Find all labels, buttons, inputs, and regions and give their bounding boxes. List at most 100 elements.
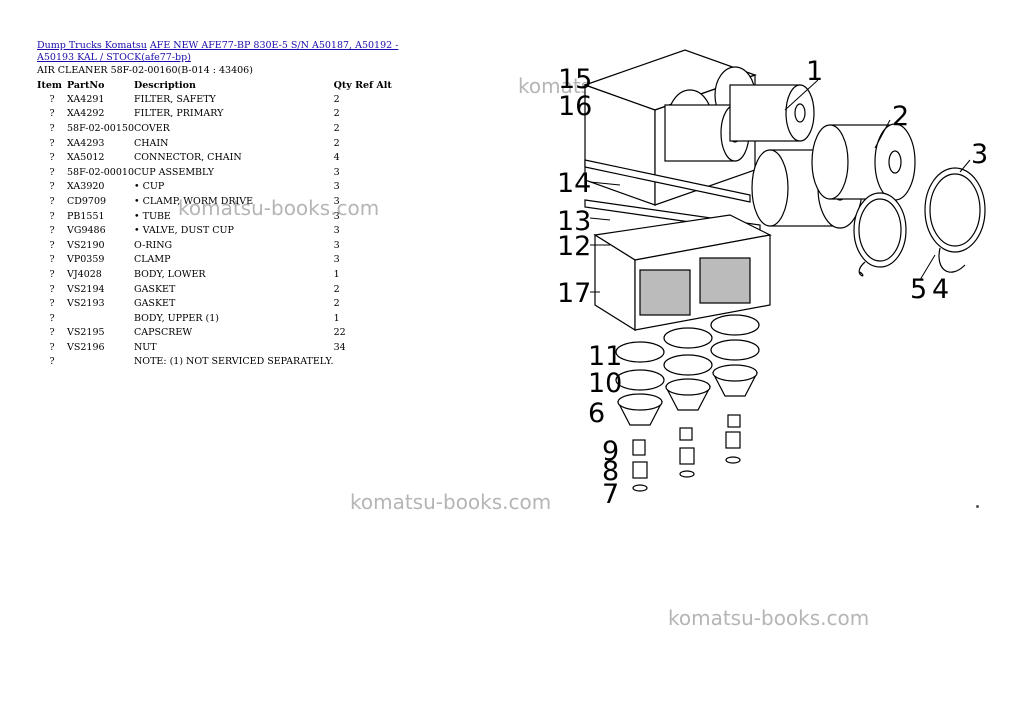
cell-item: ? <box>49 152 55 164</box>
cell-description: • CUP <box>133 181 165 193</box>
cell-qty: 3 <box>333 254 340 266</box>
cell-partno: CD9709 <box>67 195 107 207</box>
callout-17: 17 <box>557 278 591 309</box>
cell-partno <box>67 355 134 370</box>
cell-qty: 1 <box>333 268 340 280</box>
cell-description: • CLAMP, WORM DRIVE <box>133 195 254 207</box>
cell-partno: XA4292 <box>67 108 105 120</box>
table-row: ? XA4291 FILTER, SAFETY 2 <box>37 92 394 107</box>
cell-description: NUT <box>133 341 157 353</box>
cell-partno <box>67 311 134 326</box>
cell-partno: XA5012 <box>67 152 105 164</box>
cell-description: O-RING <box>133 239 173 251</box>
cell-description: CAPSCREW <box>133 327 193 339</box>
cell-qty: 34 <box>333 341 346 353</box>
cell-qty: 2 <box>333 283 340 295</box>
cell-qty: 4 <box>333 152 340 164</box>
cell-partno: XA3920 <box>67 181 105 193</box>
watermark: komatsu-books.com <box>668 606 870 630</box>
cell-item: ? <box>49 312 55 324</box>
callout-14: 14 <box>557 168 591 199</box>
cell-qty: 2 <box>333 137 340 149</box>
cell-partno: VS2195 <box>67 327 105 339</box>
cell-item: ? <box>49 108 55 120</box>
cell-item: ? <box>49 210 55 222</box>
cell-qty: 2 <box>333 122 340 134</box>
callout-5: 5 <box>910 274 927 305</box>
cell-qty <box>334 355 394 370</box>
cell-qty: 1 <box>333 312 340 324</box>
cell-qty: 2 <box>333 93 340 105</box>
cell-qty: 2 <box>333 108 340 120</box>
table-row: ? XA5012 CONNECTOR, CHAIN 4 <box>37 150 394 165</box>
cell-partno: 58F-02-00150 <box>67 122 134 134</box>
callout-7: 7 <box>602 479 619 510</box>
cell-qty: 3 <box>333 166 340 178</box>
table-row: ? BODY, UPPER (1) 1 <box>37 311 394 326</box>
cell-item: ? <box>49 225 55 237</box>
watermark: komatsu-books.com <box>350 490 552 514</box>
cell-qty: 3 <box>333 225 340 237</box>
cell-partno: XA4293 <box>67 137 105 149</box>
cell-description: COVER <box>133 122 170 134</box>
table-row: ? XA4292 FILTER, PRIMARY 2 <box>37 107 394 122</box>
cell-qty: 3 <box>333 210 340 222</box>
callout-3: 3 <box>971 139 988 170</box>
cell-description: • VALVE, DUST CUP <box>133 225 234 237</box>
cell-partno: VP0359 <box>67 254 105 266</box>
diagram-drawing <box>583 49 986 492</box>
callout-6: 6 <box>588 398 605 429</box>
cell-description: CUP ASSEMBLY <box>133 166 214 178</box>
cell-item: ? <box>49 327 55 339</box>
callout-16: 16 <box>558 91 592 122</box>
callout-15: 15 <box>558 64 592 95</box>
cell-partno: VG9486 <box>67 225 106 237</box>
cell-item: ? <box>49 341 55 353</box>
cell-item: ? <box>49 93 55 105</box>
breadcrumb-link-category[interactable]: Dump Trucks Komatsu <box>37 40 147 51</box>
cell-description: • TUBE <box>133 210 171 222</box>
cell-qty: 2 <box>333 298 340 310</box>
callout-2: 2 <box>892 101 909 132</box>
exploded-parts-diagram: 15 16 1 2 3 14 13 12 17 5 4 11 10 6 9 8 … <box>557 49 988 510</box>
cell-partno: VJ4028 <box>67 268 102 280</box>
cell-description: NOTE: (1) NOT SERVICED SEPARATELY. <box>133 356 334 368</box>
callout-10: 10 <box>588 368 622 399</box>
cell-partno: VS2193 <box>67 298 105 310</box>
cell-partno: VS2190 <box>67 239 105 251</box>
callout-4: 4 <box>932 274 949 305</box>
cell-qty: 3 <box>333 239 340 251</box>
cell-description: BODY, LOWER <box>133 268 206 280</box>
cell-description: FILTER, SAFETY <box>133 93 216 105</box>
breadcrumb: Dump Trucks Komatsu AFE NEW AFE77-BP 830… <box>37 40 437 64</box>
cell-item: ? <box>49 122 55 134</box>
cell-description: FILTER, PRIMARY <box>133 108 224 120</box>
breadcrumb-link-model[interactable]: AFE NEW AFE77-BP 830E-5 S/N A50187, A501… <box>37 40 399 63</box>
callout-1: 1 <box>806 56 823 87</box>
leader-lines <box>589 79 971 293</box>
cell-description: BODY, UPPER (1) <box>133 312 219 324</box>
cell-item: ? <box>49 166 55 178</box>
callout-8: 8 <box>602 456 619 487</box>
cell-item: ? <box>49 298 55 310</box>
cell-partno: VS2194 <box>67 283 105 295</box>
cell-description: CLAMP <box>133 254 171 266</box>
cell-description: CONNECTOR, CHAIN <box>133 152 242 164</box>
cell-partno: XA4291 <box>67 93 105 105</box>
header-description: Description <box>133 79 196 91</box>
callout-13: 13 <box>557 206 591 237</box>
cell-partno: 58F-02-00010 <box>67 166 134 178</box>
parts-table-body: ? XA4291 FILTER, SAFETY 2? XA4292 FILTER, PRI… <box>37 92 394 369</box>
cell-item: ? <box>49 137 55 149</box>
